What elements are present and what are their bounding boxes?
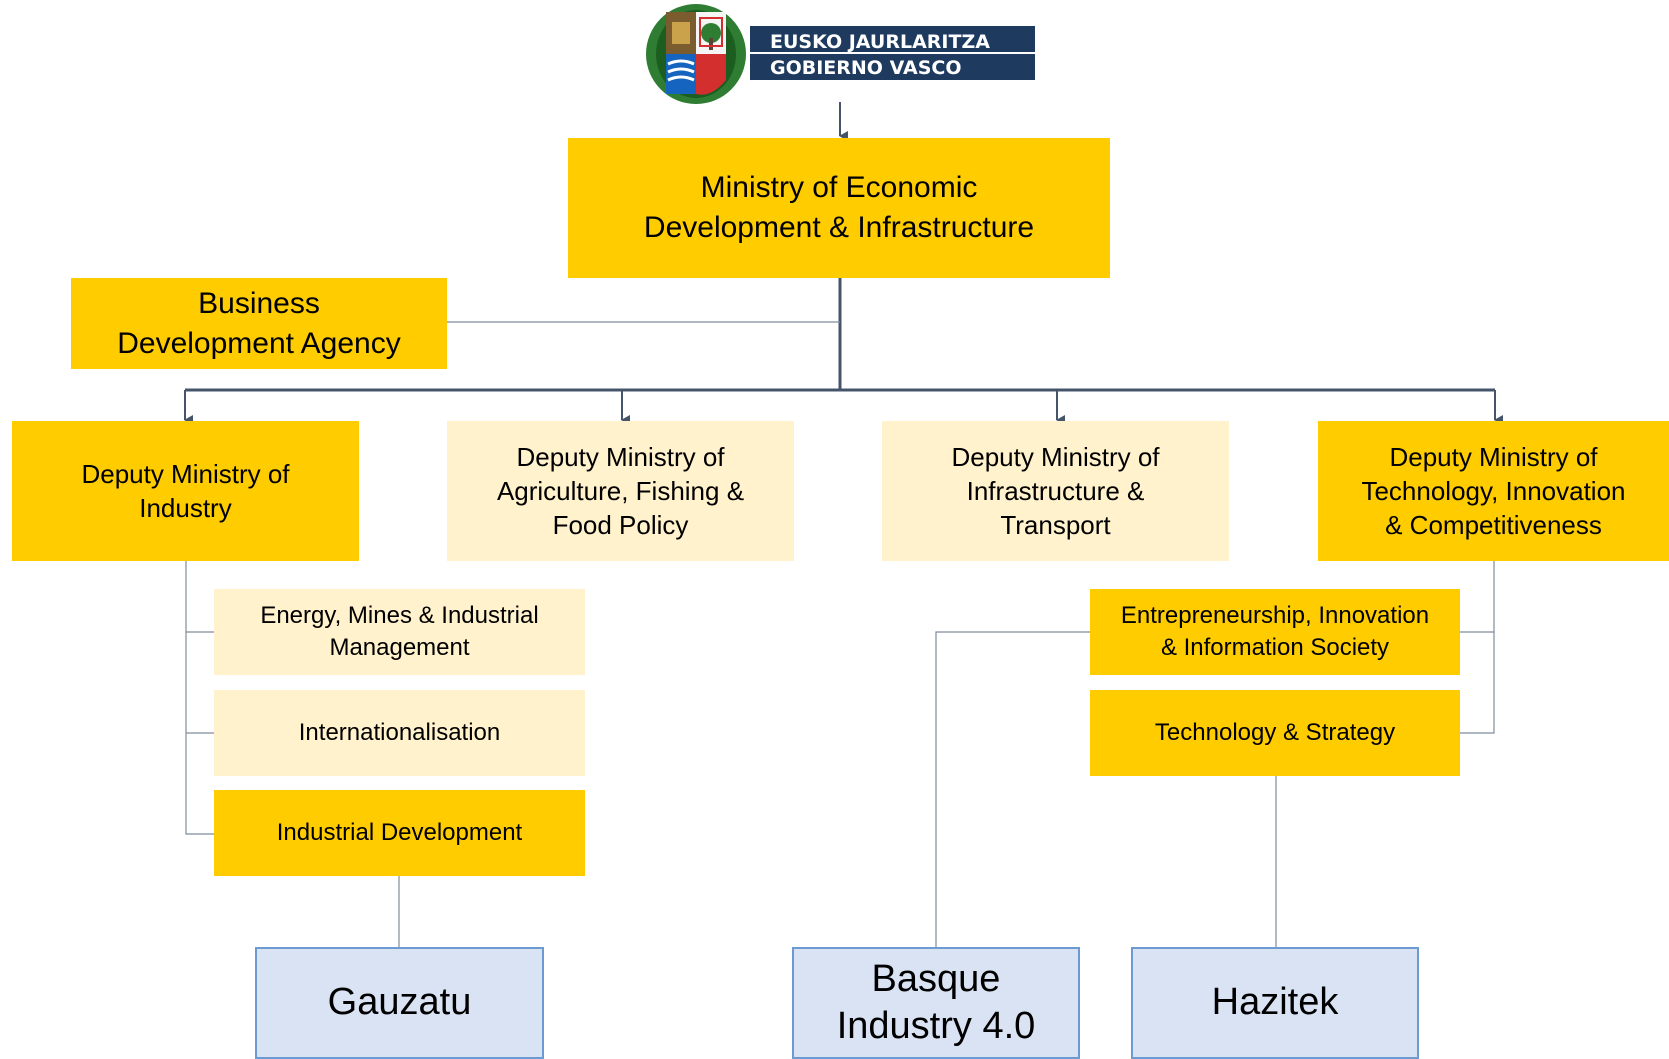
- deputy-technology-line3: & Competitiveness: [1385, 510, 1602, 541]
- agency-line2: Development Agency: [117, 326, 401, 360]
- technology-strategy-label: Technology & Strategy: [1154, 719, 1396, 747]
- deputy-technology-line2: Technology, Innovation: [1361, 475, 1626, 506]
- deputy-agriculture-line2: Agriculture, Fishing &: [496, 475, 745, 506]
- program-hazitek-box: Hazitek: [1131, 947, 1419, 1059]
- entrepreneurship-line2: & Information Society: [1160, 634, 1390, 661]
- program-gauzatu-box: Gauzatu: [255, 947, 544, 1059]
- agency-box: Business Development Agency: [71, 278, 447, 369]
- program-hazitek-label: Hazitek: [1211, 981, 1339, 1024]
- agency-line1: Business: [198, 286, 320, 320]
- logo-line1: EUSKO JAURLARITZA: [770, 31, 990, 53]
- deputy-agriculture-line1: Deputy Ministry of: [516, 441, 725, 472]
- program-basque-line1: Basque: [871, 957, 1001, 1000]
- energy-line2: Management: [329, 634, 470, 661]
- deputy-technology-line1: Deputy Ministry of: [1389, 441, 1598, 472]
- internationalisation-label: Internationalisation: [298, 719, 501, 747]
- deputy-infrastructure-line1: Deputy Ministry of: [951, 441, 1160, 472]
- energy-directorate-box: Energy, Mines & Industrial Management: [214, 589, 585, 675]
- program-basque-line2: Industry 4.0: [836, 1005, 1036, 1047]
- ministry-line1: Ministry of Economic: [700, 171, 978, 205]
- ministry-line2: Development & Infrastructure: [643, 211, 1035, 244]
- entrepreneurship-directorate-box: Entrepreneurship, Innovation & Informati…: [1090, 589, 1460, 675]
- deputy-agriculture-line3: Food Policy: [552, 510, 689, 541]
- industrial-development-label: Industrial Development: [276, 819, 523, 847]
- coat-of-arms-icon: [666, 12, 726, 95]
- entrepreneurship-line1: Entrepreneurship, Innovation: [1120, 602, 1430, 630]
- deputy-infrastructure-line2: Infrastructure &: [966, 475, 1145, 506]
- internationalisation-directorate-box: Internationalisation: [214, 690, 585, 776]
- industrial-development-box: Industrial Development: [214, 790, 585, 876]
- entrepreneurship-to-basque: [935, 631, 1090, 947]
- deputy-industry-line2: Industry: [139, 493, 232, 523]
- gobierno-vasco-logo: EUSKO JAURLARITZA GOBIERNO VASCO: [646, 4, 1035, 104]
- program-basque-industry-box: Basque Industry 4.0: [792, 947, 1080, 1059]
- technology-strategy-box: Technology & Strategy: [1090, 690, 1460, 776]
- deputy-agriculture-box: Deputy Ministry of Agriculture, Fishing …: [447, 421, 794, 561]
- energy-line1: Energy, Mines & Industrial: [260, 602, 539, 630]
- program-gauzatu-label: Gauzatu: [327, 981, 472, 1024]
- technology-branch: [1460, 561, 1495, 734]
- deputy-industry-line1: Deputy Ministry of: [81, 458, 290, 489]
- deputy-infrastructure-box: Deputy Ministry of Infrastructure & Tran…: [882, 421, 1229, 561]
- logo-line2: GOBIERNO VASCO: [770, 57, 961, 79]
- deputy-infrastructure-line3: Transport: [1000, 510, 1111, 541]
- industry-branch: [185, 561, 214, 835]
- deputy-industry-box: Deputy Ministry of Industry: [12, 421, 359, 561]
- deputy-technology-box: Deputy Ministry of Technology, Innovatio…: [1318, 421, 1669, 561]
- ministry-box: Ministry of Economic Development & Infra…: [568, 138, 1110, 278]
